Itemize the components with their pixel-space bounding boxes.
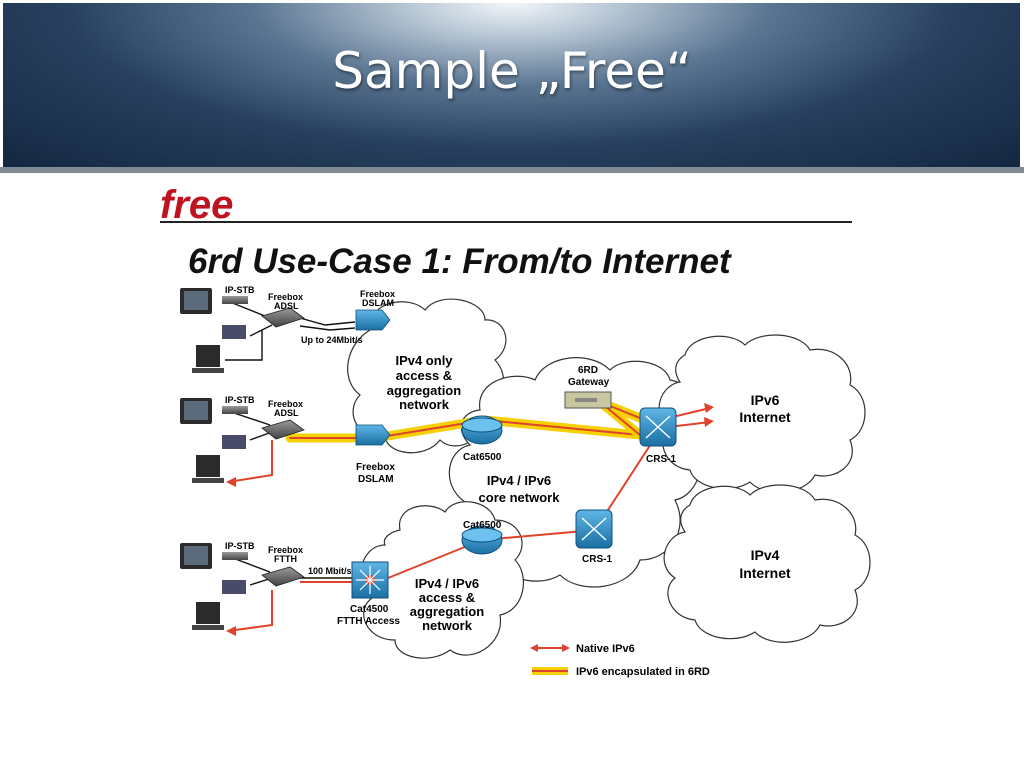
row-3: IP-STB Freebox FTTH 100 Mbit/s Cat4500 F… (180, 541, 400, 630)
pc-icon (196, 455, 220, 477)
stb-label: IP-STB (225, 285, 255, 295)
freebox-label-1: Freebox (268, 545, 303, 555)
stb-icon (222, 552, 248, 560)
crs1-bottom-label: CRS-1 (582, 554, 612, 565)
freebox-label-1: Freebox (268, 292, 303, 302)
cloud-ipv4-only-line1: IPv4 only (395, 353, 453, 368)
cloud-ipv4-only-line3: aggregation (387, 383, 461, 398)
gateway-6rd: 6RD Gateway (564, 365, 612, 409)
cloud-ipv4-only-line2: access & (396, 368, 452, 383)
access-label-1: Cat4500 (350, 604, 389, 615)
cloud-core-line1: IPv4 / IPv6 (487, 473, 551, 488)
dslam-label-2: DSLAM (362, 298, 394, 308)
phone-icon (222, 325, 246, 339)
freebox-modem-icon (261, 307, 305, 328)
cat6500-bottom-label: Cat6500 (463, 520, 502, 531)
freebox-label-2: ADSL (274, 301, 299, 311)
stb-icon (222, 296, 248, 304)
stb-label: IP-STB (225, 541, 255, 551)
gateway-label-2: Gateway (568, 377, 610, 388)
title-banner-rule (0, 167, 1024, 173)
dslam-label-1: Freebox (356, 462, 395, 473)
pc-icon (196, 345, 220, 367)
cloud-access-line1: IPv4 / IPv6 (415, 576, 479, 591)
cat6500-bottom: Cat6500 (461, 520, 503, 555)
freebox-label-1: Freebox (268, 399, 303, 409)
phone-icon (222, 580, 246, 594)
stb-label: IP-STB (225, 395, 255, 405)
row-1: IP-STB Freebox ADSL Freebox DSLAM Up to … (180, 285, 395, 373)
slide-title: Sample „Free“ (332, 42, 692, 100)
dslam-label-2: DSLAM (358, 474, 394, 485)
title-banner (3, 3, 1020, 167)
cloud-ipv6-internet-line2: Internet (739, 409, 791, 425)
access-label-2: FTTH Access (337, 616, 400, 627)
freebox-label-2: FTTH (274, 554, 297, 564)
link-speed-label: 100 Mbit/s (308, 566, 352, 576)
cloud-ipv4-only-line4: network (399, 397, 450, 412)
cloud-access-line3: aggregation (410, 604, 484, 619)
cloud-access-line2: access & (419, 590, 475, 605)
dslam-icon (355, 309, 391, 331)
freebox-modem-icon (261, 419, 305, 440)
phone-icon (222, 435, 246, 449)
cloud-core-line2: core network (479, 490, 561, 505)
dslam-icon (355, 424, 391, 446)
legend-6rd-tunnel: IPv6 encapsulated in 6RD (576, 666, 710, 678)
crs1-bottom: CRS-1 (575, 509, 613, 565)
freebox-modem-icon (261, 566, 305, 587)
cloud-ipv6-internet-line1: IPv6 (751, 392, 780, 408)
legend: Native IPv6 IPv6 encapsulated in 6RD (530, 643, 710, 678)
cloud-ipv4-internet (663, 484, 871, 643)
cat6500-top-label: Cat6500 (463, 452, 502, 463)
cloud-ipv4-internet-line1: IPv4 (751, 547, 780, 563)
crs1-top-label: CRS-1 (646, 454, 676, 465)
cat6500-top: Cat6500 (461, 415, 503, 463)
cloud-ipv4-internet-line2: Internet (739, 565, 791, 581)
pc-icon (196, 602, 220, 624)
free-logo: free (160, 183, 233, 227)
crs1-top: CRS-1 (639, 407, 677, 465)
legend-native-ipv6: Native IPv6 (576, 643, 635, 655)
native-ipv6-paths (226, 403, 714, 636)
row-2: IP-STB Freebox ADSL Freebox DSLAM (180, 395, 395, 485)
stb-icon (222, 406, 248, 414)
gateway-label-1: 6RD (578, 365, 598, 376)
link-speed-label: Up to 24Mbit/s (301, 335, 363, 345)
figure-heading: 6rd Use-Case 1: From/to Internet (188, 242, 732, 281)
cloud-access-line4: network (422, 618, 473, 633)
dslam-label-1: Freebox (360, 289, 395, 299)
freebox-label-2: ADSL (274, 408, 299, 418)
